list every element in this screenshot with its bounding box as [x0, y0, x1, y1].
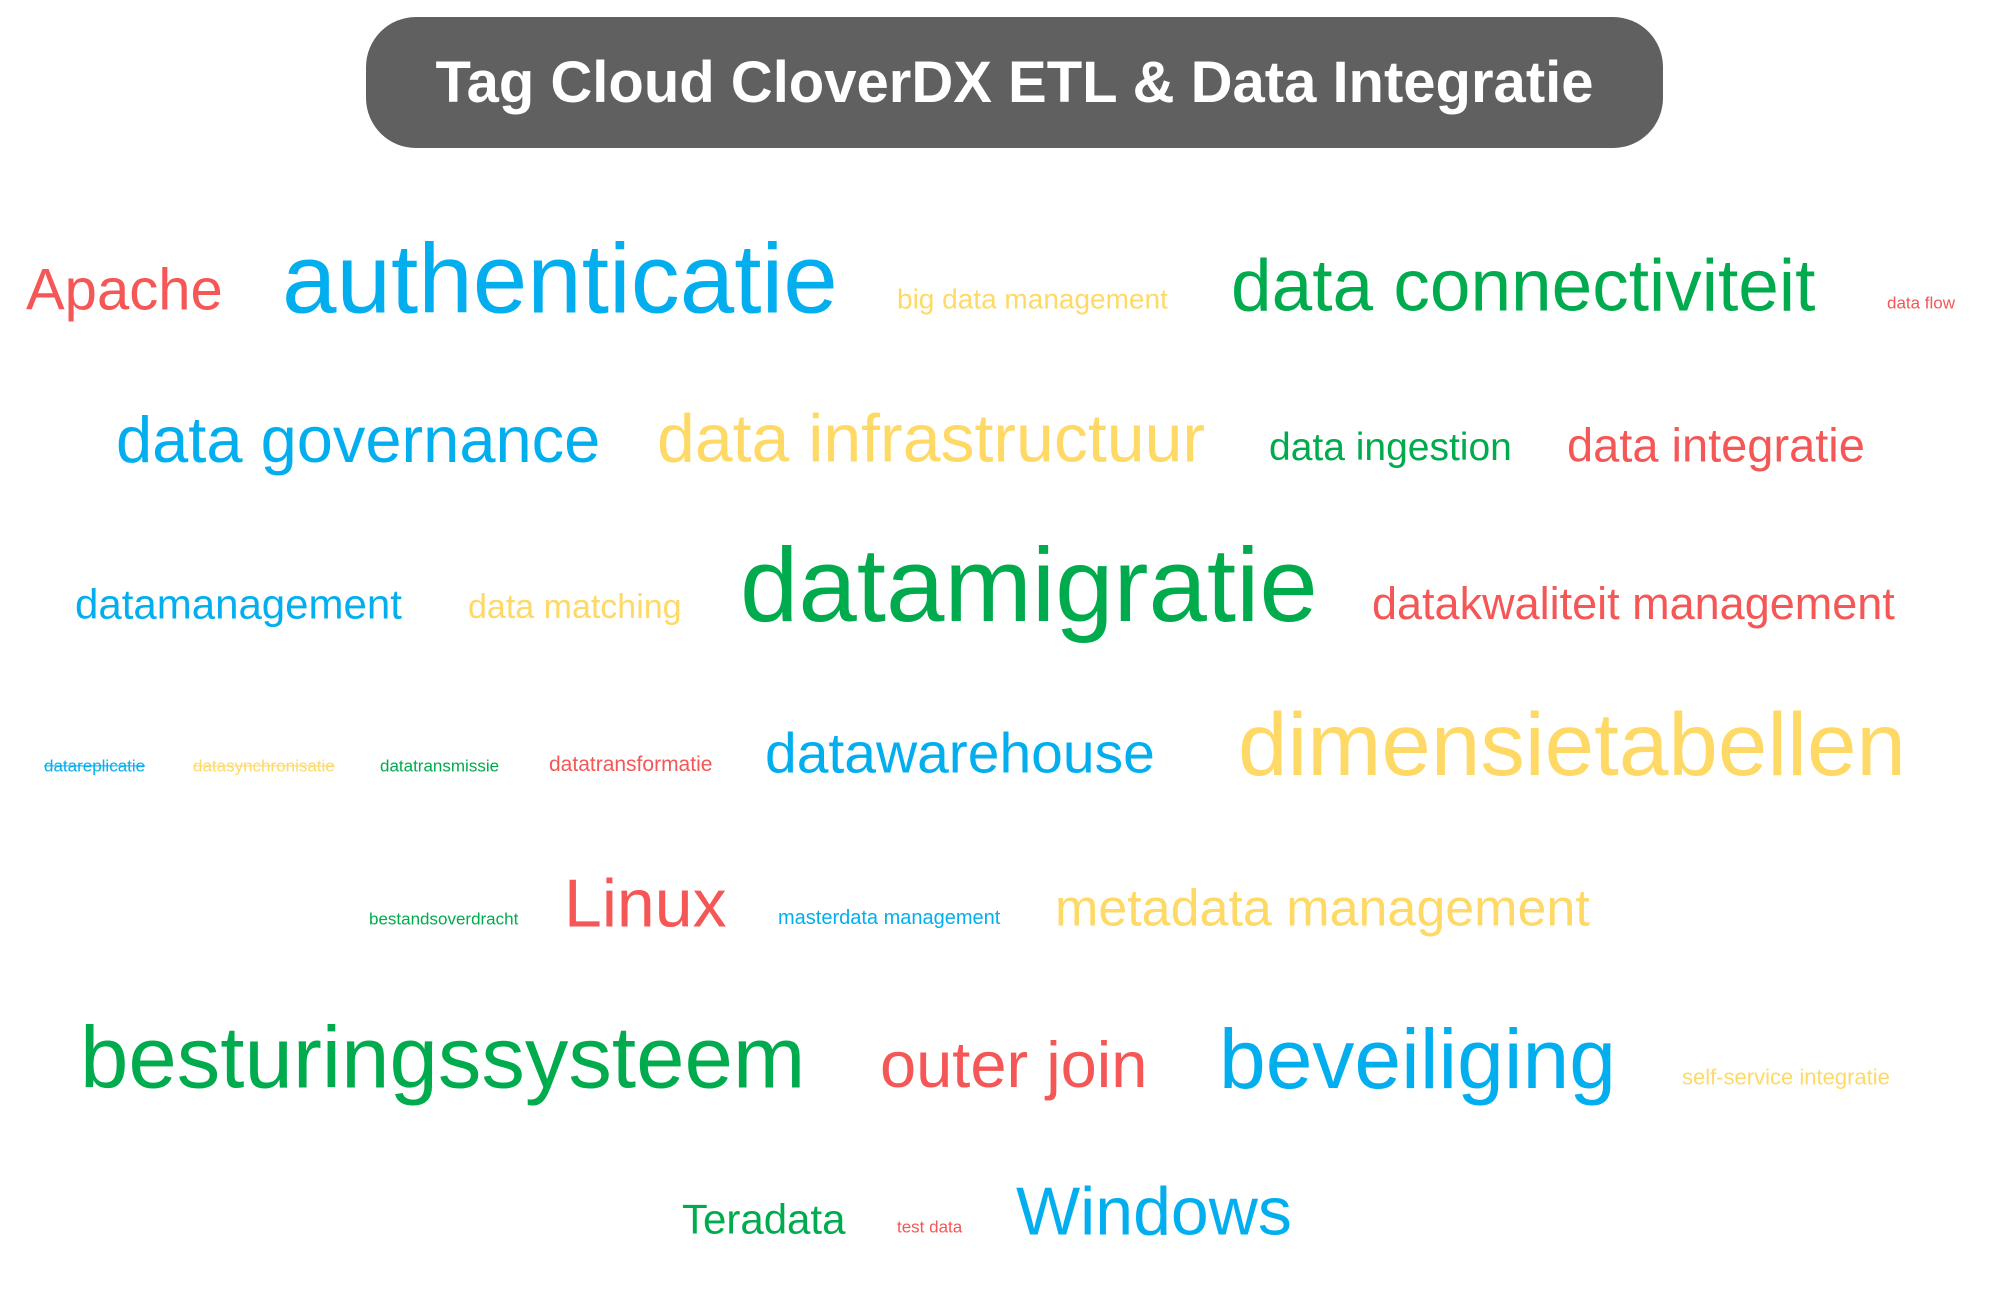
- tag-link[interactable]: data infrastructuur: [657, 400, 1206, 477]
- tag-link[interactable]: datamanagement: [75, 580, 402, 628]
- tag-link[interactable]: datamigratie: [740, 527, 1318, 644]
- tag-link[interactable]: besturingssysteem: [80, 1009, 806, 1107]
- tag-link[interactable]: Linux: [564, 865, 727, 942]
- tag-link[interactable]: self-service integratie: [1682, 1064, 1890, 1090]
- tag-link[interactable]: metadata management: [1055, 879, 1590, 938]
- tag-link[interactable]: Teradata: [682, 1195, 846, 1243]
- tag-link[interactable]: data ingestion: [1269, 425, 1512, 469]
- tag-link[interactable]: data flow: [1887, 293, 1956, 313]
- tag-link[interactable]: Apache: [26, 257, 223, 323]
- tag-link[interactable]: outer join: [880, 1028, 1148, 1101]
- tag-link[interactable]: datatransmissie: [380, 756, 500, 776]
- tag-link[interactable]: big data management: [897, 283, 1168, 315]
- tag-link[interactable]: datakwaliteit management: [1372, 578, 1895, 629]
- tag-link[interactable]: test data: [897, 1217, 963, 1237]
- tag-link[interactable]: data governance: [116, 403, 601, 476]
- tag-link[interactable]: data matching: [468, 587, 682, 626]
- tag-link[interactable]: dimensietabellen: [1238, 693, 1906, 794]
- tag-link[interactable]: beveiliging: [1219, 1011, 1616, 1106]
- tag-link[interactable]: masterdata management: [778, 907, 1001, 929]
- tag-link[interactable]: data integratie: [1567, 418, 1865, 472]
- tag-link[interactable]: Windows: [1016, 1173, 1292, 1250]
- tag-link[interactable]: datawarehouse: [765, 721, 1155, 786]
- tag-link[interactable]: datatransformatie: [549, 753, 713, 777]
- tag-link[interactable]: authenticatie: [282, 223, 838, 334]
- title-banner: Tag Cloud CloverDX ETL & Data Integratie: [366, 17, 1663, 148]
- tag-link[interactable]: bestandsoverdracht: [369, 909, 519, 929]
- page-title: Tag Cloud CloverDX ETL & Data Integratie: [435, 50, 1594, 115]
- tag-link[interactable]: datareplicatie: [44, 756, 146, 776]
- tag-link[interactable]: datasynchronisatie: [193, 756, 335, 776]
- tag-link[interactable]: data connectiviteit: [1231, 245, 1816, 327]
